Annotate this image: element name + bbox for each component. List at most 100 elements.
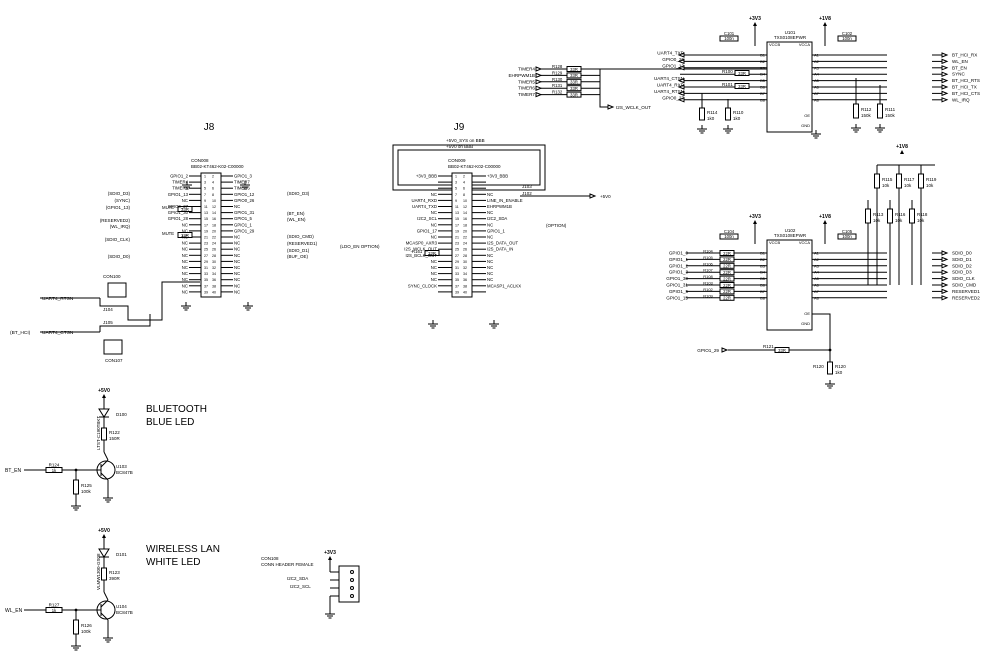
r101-ref: R101 — [722, 82, 733, 87]
u102-vcca: VCCA — [799, 240, 810, 245]
u102-b-pin: B2 — [760, 257, 766, 262]
pin-number: 31 — [204, 266, 208, 270]
power-arrow-icon — [900, 150, 904, 154]
header-pin-icon — [350, 570, 354, 574]
pin-number: 26 — [212, 248, 216, 252]
port-arrow-icon — [941, 282, 949, 288]
con009-right-net: NC — [487, 253, 493, 258]
u102-left-net: GPIO1_15 — [666, 295, 688, 300]
pin-number: 7 — [204, 193, 206, 197]
resistor-value: 33R — [181, 233, 189, 238]
pin-number: 20 — [212, 229, 216, 233]
resistor — [566, 85, 582, 92]
u102-left-net: GPIO1_1 — [669, 257, 689, 262]
u101-left-net: GPIO0_27 — [662, 95, 684, 100]
resistor-value: 33R — [738, 84, 746, 89]
header-pin-icon — [350, 578, 354, 582]
con008-left-annotation: (RESERVED2) — [100, 218, 131, 223]
u102-left-net: GPIO1_0 — [669, 251, 689, 256]
bt-led-heading-line2: BLUE LED — [146, 417, 194, 428]
rtsn-label: UART4_RTSN — [42, 296, 74, 302]
resistor-value: 150R — [109, 436, 121, 441]
pin-number: 22 — [463, 236, 467, 240]
pin-number: 17 — [204, 223, 208, 227]
pin-number: 34 — [463, 272, 467, 276]
pin-number: 5 — [455, 187, 457, 191]
con008-right-net: NC — [234, 289, 240, 294]
pin-number: 3 — [455, 181, 457, 185]
u102-right-net: SDIO_D1 — [952, 257, 972, 262]
power-label: +1V8 — [819, 214, 831, 220]
rn-ref: R130 — [552, 77, 563, 82]
con009-left-net: I2C2_SCL — [417, 216, 437, 221]
resistor — [566, 78, 582, 85]
con008-right-net: GPIO1_12 — [234, 192, 255, 197]
rn-ref: R132 — [552, 90, 563, 95]
j9-heading: J9 — [454, 122, 465, 133]
u102-vccb: VCCB — [769, 240, 780, 245]
resistor — [734, 70, 750, 76]
component-layer — [45, 22, 949, 635]
rseries-ref: R104 — [703, 249, 713, 254]
capacitor-ref: C105 — [842, 229, 853, 234]
rseries-ref: R109 — [703, 293, 713, 298]
oe-wire — [789, 313, 831, 351]
con008-right-net: GPIO1_1 — [234, 222, 253, 227]
con008-left-net: NC — [182, 265, 188, 270]
con008-right-net: NC — [234, 247, 240, 252]
con009-left-net: NC — [431, 222, 437, 227]
u101-left-net: UART4_RXD — [657, 83, 685, 88]
con108-sda: I2C2_SDA — [287, 576, 308, 581]
pin-number: 11 — [455, 205, 459, 209]
pin-number: 16 — [463, 217, 467, 221]
resistor-value: 10k — [926, 183, 934, 188]
con009-left-net: GPIO1_17 — [417, 228, 438, 233]
rseries-ref: R108 — [703, 274, 713, 279]
con009-right-net: NC — [487, 192, 493, 197]
u102-b-pin: B4 — [760, 270, 766, 275]
resistor — [827, 361, 833, 375]
pin-number: 29 — [204, 260, 208, 264]
resistor-value: 1k0 — [835, 370, 843, 375]
resistor — [719, 262, 735, 269]
con009-right-net: I2S_DATA_IN — [487, 247, 513, 252]
resistor-value: 100k — [81, 629, 92, 634]
power-arrow-icon — [823, 220, 827, 224]
bt-led-heading-line1: BLUETOOTH — [146, 404, 207, 415]
resistor-value: 22R — [723, 264, 731, 269]
resistor-value: 22R — [723, 296, 731, 301]
u101-b-pin: B7 — [760, 91, 766, 96]
resistor — [73, 479, 79, 495]
port-arrow-icon — [677, 84, 685, 90]
port-arrow-icon — [607, 104, 615, 110]
u101-right-net: BT_HCI_RTS — [952, 78, 980, 83]
resistor — [719, 269, 735, 276]
pin-number: 40 — [463, 290, 467, 294]
port-arrow-icon — [589, 193, 597, 199]
u101-gnd: GND — [801, 123, 810, 128]
u101-right-net: WL_IRQ — [952, 97, 970, 102]
resistor — [896, 173, 902, 189]
con009-left-net: NC — [431, 210, 437, 215]
u101-left-net: UART4_RTSN — [654, 89, 684, 94]
resistor-value: 1k0 — [733, 116, 741, 121]
con009-left-net: NC — [431, 265, 437, 270]
resistor-value: 33R — [428, 251, 436, 256]
pin-number: 36 — [463, 278, 467, 282]
wl-led-wire — [103, 591, 109, 601]
con009-right-net: NC — [487, 222, 493, 227]
u101-b-pin: B5 — [760, 78, 766, 83]
pin-number: 15 — [455, 217, 459, 221]
u101-b-pin: B3 — [760, 65, 766, 70]
u101-right-net: WL_EN — [952, 59, 968, 64]
con008-right-annotation: (SDIO_D1) — [287, 248, 310, 253]
resistor — [566, 66, 582, 72]
pin-number: 38 — [463, 284, 467, 288]
con009-left-net: NC — [431, 192, 437, 197]
pin-number: 10 — [463, 199, 467, 203]
resistor-value: 33R — [570, 86, 578, 91]
port-arrow-icon — [677, 77, 685, 84]
con008-ref: CON008 — [191, 158, 209, 163]
u101-right-net: BT_HCI_TX — [952, 85, 977, 90]
